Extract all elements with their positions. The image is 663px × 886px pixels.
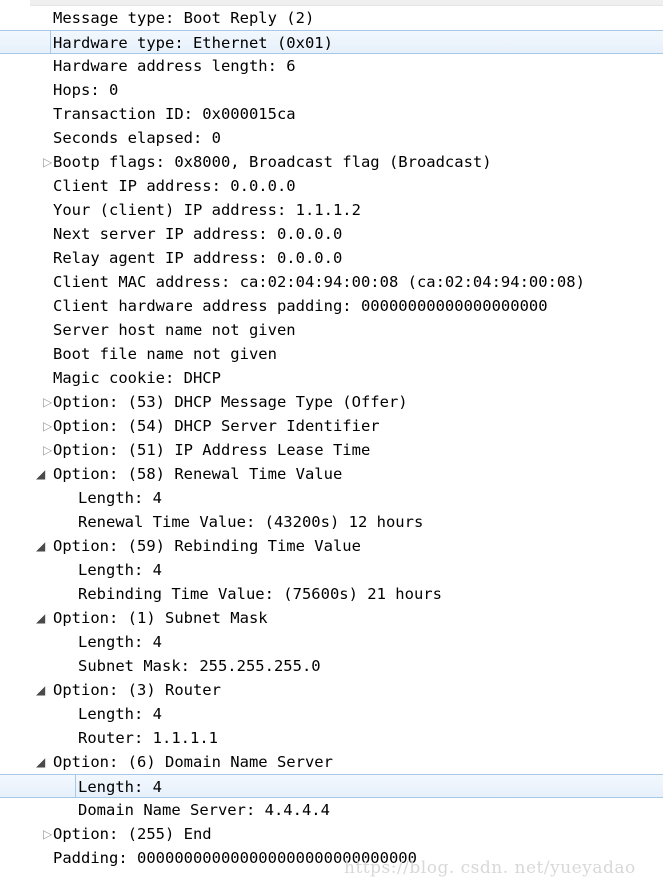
selection-outline (75, 774, 663, 798)
detail-row[interactable]: ▷Option: (255) End (0, 822, 663, 846)
detail-row[interactable]: Router: 1.1.1.1 (0, 726, 663, 750)
detail-row-label: Subnet Mask: 255.255.255.0 (78, 657, 321, 675)
detail-row-label: Option: (58) Renewal Time Value (53, 465, 343, 483)
detail-row-label: Option: (3) Router (53, 681, 221, 699)
detail-row[interactable]: ▷Bootp flags: 0x8000, Broadcast flag (Br… (0, 150, 663, 174)
detail-row-label: Length: 4 (78, 489, 162, 507)
collapse-triangle-icon[interactable]: ▷ (36, 390, 53, 414)
detail-row[interactable]: Client hardware address padding: 0000000… (0, 294, 663, 318)
detail-row[interactable]: ◢ Option: (58) Renewal Time Value (0, 462, 663, 486)
expand-triangle-icon[interactable]: ◢ (36, 534, 50, 558)
detail-row[interactable]: Rebinding Time Value: (75600s) 21 hours (0, 582, 663, 606)
detail-row[interactable]: Length: 4 (0, 774, 663, 798)
expand-triangle-icon[interactable]: ◢ (36, 750, 50, 774)
detail-row[interactable]: Length: 4 (0, 558, 663, 582)
detail-row[interactable]: Message type: Boot Reply (2) (0, 6, 663, 30)
detail-row[interactable]: Server host name not given (0, 318, 663, 342)
detail-row-label: Bootp flags: 0x8000, Broadcast flag (Bro… (53, 153, 492, 171)
detail-row-label: Option: (51) IP Address Lease Time (53, 441, 371, 459)
detail-row-label: Option: (255) End (53, 825, 212, 843)
detail-row[interactable]: Length: 4 (0, 702, 663, 726)
selection-outline (50, 30, 663, 54)
detail-row-label: Your (client) IP address: 1.1.1.2 (53, 201, 361, 219)
detail-row[interactable]: ▷Option: (53) DHCP Message Type (Offer) (0, 390, 663, 414)
detail-row-label: Seconds elapsed: 0 (53, 129, 221, 147)
detail-row-label: Domain Name Server: 4.4.4.4 (78, 801, 330, 819)
triangle-glyph: ▷ (43, 395, 53, 409)
detail-row[interactable]: Your (client) IP address: 1.1.1.2 (0, 198, 663, 222)
detail-row-label: Length: 4 (78, 633, 162, 651)
detail-row-label: Renewal Time Value: (43200s) 12 hours (78, 513, 424, 531)
detail-row-label: Client MAC address: ca:02:04:94:00:08 (c… (53, 273, 585, 291)
detail-row-label: Rebinding Time Value: (75600s) 21 hours (78, 585, 442, 603)
detail-row[interactable]: Subnet Mask: 255.255.255.0 (0, 654, 663, 678)
detail-row[interactable]: ◢ Option: (1) Subnet Mask (0, 606, 663, 630)
detail-row[interactable]: Hops: 0 (0, 78, 663, 102)
detail-row-label: Option: (53) DHCP Message Type (Offer) (53, 393, 408, 411)
detail-row[interactable]: Length: 4 (0, 486, 663, 510)
detail-row[interactable]: Renewal Time Value: (43200s) 12 hours (0, 510, 663, 534)
detail-row-label: Option: (59) Rebinding Time Value (53, 537, 361, 555)
detail-row-label: Hops: 0 (53, 81, 119, 99)
detail-row[interactable]: ◢ Option: (3) Router (0, 678, 663, 702)
expand-triangle-icon[interactable]: ◢ (36, 606, 50, 630)
detail-row-label: Length: 4 (78, 778, 162, 796)
detail-row-label: Next server IP address: 0.0.0.0 (53, 225, 343, 243)
expand-triangle-icon[interactable]: ◢ (36, 462, 50, 486)
detail-row[interactable]: Relay agent IP address: 0.0.0.0 (0, 246, 663, 270)
detail-row[interactable]: Magic cookie: DHCP (0, 366, 663, 390)
detail-row-label: Length: 4 (78, 705, 162, 723)
detail-row[interactable]: Hardware address length: 6 (0, 54, 663, 78)
detail-row[interactable]: Seconds elapsed: 0 (0, 126, 663, 150)
detail-row[interactable]: Client MAC address: ca:02:04:94:00:08 (c… (0, 270, 663, 294)
detail-row-label: Client hardware address padding: 0000000… (53, 297, 548, 315)
detail-row[interactable]: Client IP address: 0.0.0.0 (0, 174, 663, 198)
expand-triangle-icon[interactable]: ◢ (36, 678, 50, 702)
detail-row-label: Transaction ID: 0x000015ca (53, 105, 296, 123)
triangle-glyph: ◢ (36, 611, 46, 625)
detail-row-label: Boot file name not given (53, 345, 277, 363)
triangle-glyph: ▷ (43, 155, 53, 169)
detail-row-label: Message type: Boot Reply (2) (53, 9, 315, 27)
watermark: https://blog. csdn. net/yueyadao (344, 858, 636, 878)
detail-row-label: Client IP address: 0.0.0.0 (53, 177, 296, 195)
detail-row-label: Router: 1.1.1.1 (78, 729, 218, 747)
detail-row-label: Relay agent IP address: 0.0.0.0 (53, 249, 343, 267)
detail-row-label: Hardware address length: 6 (53, 57, 296, 75)
detail-row[interactable]: Boot file name not given (0, 342, 663, 366)
detail-row[interactable]: ◢ Option: (59) Rebinding Time Value (0, 534, 663, 558)
detail-row[interactable]: ▷Option: (54) DHCP Server Identifier (0, 414, 663, 438)
detail-row[interactable]: Domain Name Server: 4.4.4.4 (0, 798, 663, 822)
collapse-triangle-icon[interactable]: ▷ (36, 822, 53, 846)
triangle-glyph: ▷ (43, 419, 53, 433)
detail-row[interactable]: Hardware type: Ethernet (0x01) (0, 30, 663, 54)
triangle-glyph: ◢ (36, 539, 46, 553)
detail-row-label: Server host name not given (53, 321, 296, 339)
collapse-triangle-icon[interactable]: ▷ (36, 438, 53, 462)
triangle-glyph: ▷ (43, 443, 53, 457)
triangle-glyph: ◢ (36, 683, 46, 697)
triangle-glyph: ▷ (43, 827, 53, 841)
detail-row[interactable]: Padding: 000000000000000000000000000000 (0, 846, 663, 870)
detail-row-label: Length: 4 (78, 561, 162, 579)
triangle-glyph: ◢ (36, 467, 46, 481)
detail-row[interactable]: Transaction ID: 0x000015ca (0, 102, 663, 126)
detail-row[interactable]: Length: 4 (0, 630, 663, 654)
scrolled-row-sliver (30, 0, 663, 6)
detail-row[interactable]: Next server IP address: 0.0.0.0 (0, 222, 663, 246)
triangle-glyph: ◢ (36, 755, 46, 769)
collapse-triangle-icon[interactable]: ▷ (36, 414, 53, 438)
detail-row-label: Padding: 000000000000000000000000000000 (53, 849, 417, 867)
packet-detail-tree[interactable]: Message type: Boot Reply (2) Hardware typ… (0, 6, 663, 870)
detail-row-label: Option: (6) Domain Name Server (53, 753, 333, 771)
detail-row[interactable]: ◢ Option: (6) Domain Name Server (0, 750, 663, 774)
collapse-triangle-icon[interactable]: ▷ (36, 150, 53, 174)
detail-row-label: Option: (1) Subnet Mask (53, 609, 268, 627)
detail-row-label: Option: (54) DHCP Server Identifier (53, 417, 380, 435)
detail-row-label: Magic cookie: DHCP (53, 369, 221, 387)
detail-row-label: Hardware type: Ethernet (0x01) (53, 34, 333, 52)
detail-row[interactable]: ▷Option: (51) IP Address Lease Time (0, 438, 663, 462)
